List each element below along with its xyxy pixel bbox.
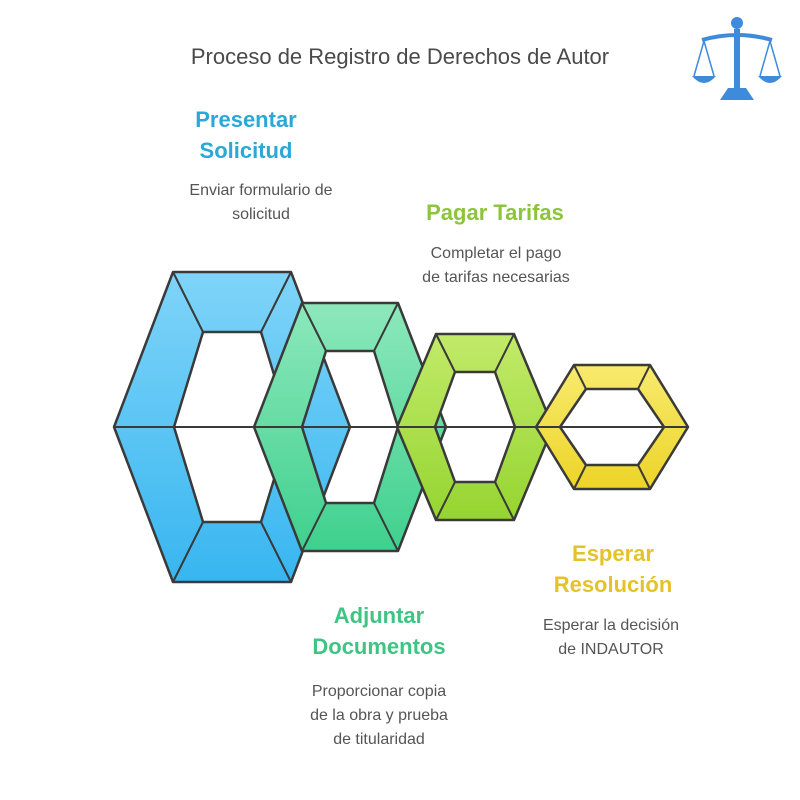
step-presentar-description: Enviar formulario de solicitud (150, 179, 372, 227)
step-esperar-heading: Esperar Resolución (522, 538, 704, 600)
esperar-shape-facet (637, 364, 651, 390)
step-desc-line: Proporcionar copia (311, 683, 447, 700)
step-desc-line: solicitud (232, 206, 290, 223)
pagar-shape-facet (494, 333, 515, 373)
presentar-shape-facet (172, 521, 204, 583)
step-heading-line: Adjuntar (333, 603, 425, 628)
pagar-shape-facet (435, 333, 456, 373)
presentar-shape-facet (172, 271, 204, 333)
step-heading-line: Esperar (572, 541, 654, 566)
adjuntar-shape-facet (373, 502, 399, 552)
pagar-shape-facet (435, 481, 456, 521)
step-desc-line: Completar el pago (430, 245, 562, 262)
step-heading-line: Presentar (195, 107, 297, 132)
scales-of-justice-icon (692, 17, 782, 100)
presentar-shape-facet (260, 271, 292, 333)
presentar-shape-facet (260, 521, 292, 583)
esperar-shape-facet (637, 464, 651, 490)
step-adjuntar-heading: Adjuntar Documentos (285, 600, 473, 662)
step-desc-line: de tarifas necesarias (422, 269, 570, 286)
pagar-shape-facet (494, 481, 515, 521)
step-heading-line: Pagar Tarifas (426, 200, 564, 225)
step-heading-line: Resolución (553, 572, 673, 597)
step-pagar-description: Completar el pago de tarifas necesarias (380, 242, 612, 290)
step-desc-line: Esperar la decisión (542, 617, 680, 634)
step-desc-line: Enviar formulario de (189, 182, 333, 199)
step-desc-line: de titularidad (333, 731, 425, 748)
step-heading-line: Documentos (312, 634, 446, 659)
step-presentar-heading: Presentar Solicitud (160, 104, 332, 166)
esperar-shape-facet (573, 464, 587, 490)
page-title: Proceso de Registro de Derechos de Autor (190, 44, 610, 69)
step-heading-line: Solicitud (199, 138, 293, 163)
adjuntar-shape-facet (301, 302, 327, 352)
esperar-shape-facet (573, 364, 587, 390)
step-desc-line: de INDAUTOR (558, 641, 664, 658)
step-adjuntar-description: Proporcionar copia de la obra y prueba d… (274, 680, 484, 752)
step-pagar-heading: Pagar Tarifas (390, 197, 600, 228)
step-esperar-description: Esperar la decisión de INDAUTOR (500, 614, 722, 662)
step-desc-line: de la obra y prueba (310, 707, 448, 724)
adjuntar-shape-facet (373, 302, 399, 352)
adjuntar-shape-facet (301, 502, 327, 552)
